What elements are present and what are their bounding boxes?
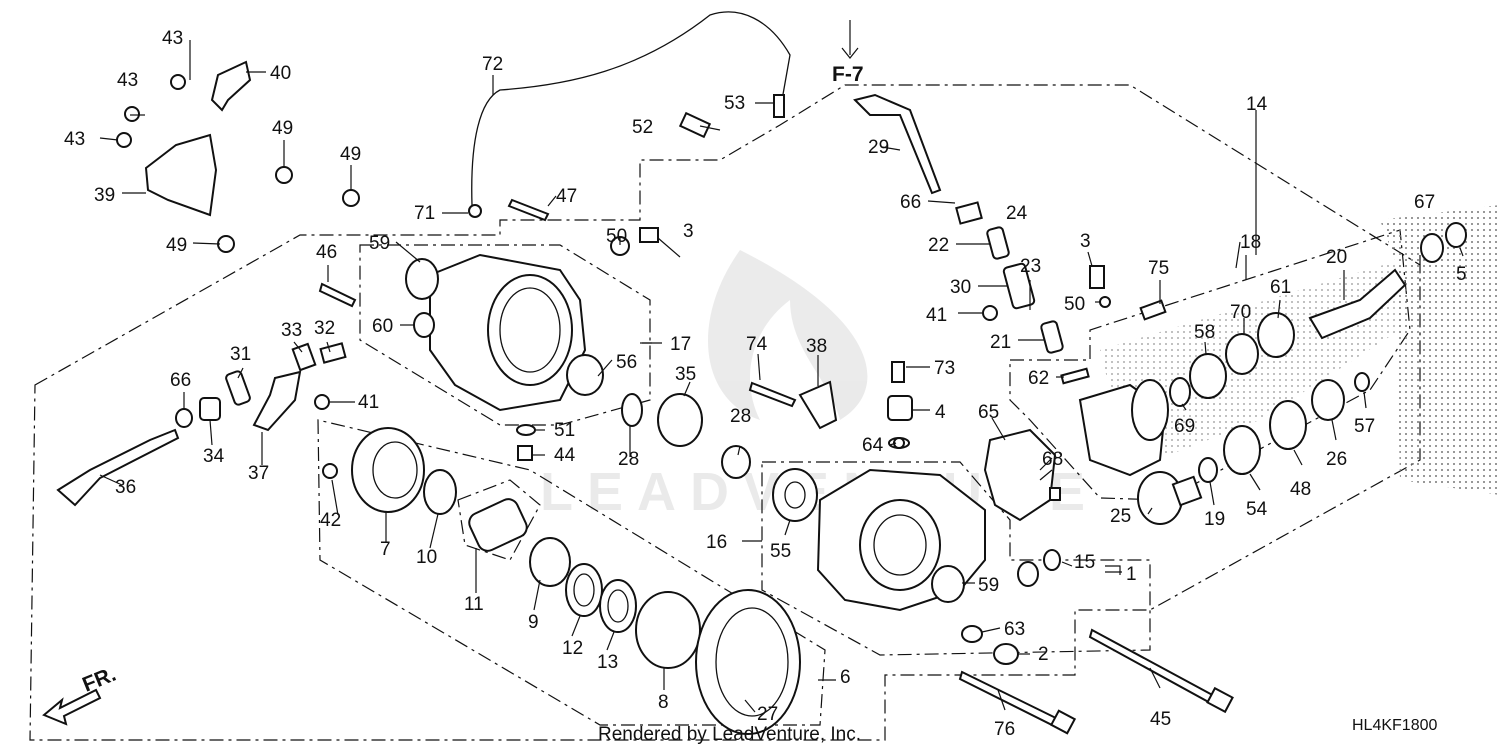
part-label-18: 18 bbox=[1240, 232, 1261, 253]
part-label-48: 48 bbox=[1290, 479, 1311, 500]
diagram-code: HL4KF1800 bbox=[1352, 717, 1437, 734]
part-label-59-b: 59 bbox=[978, 575, 999, 596]
part-label-56: 56 bbox=[616, 352, 637, 373]
part-label-65: 65 bbox=[978, 402, 999, 423]
part-label-26: 26 bbox=[1326, 449, 1347, 470]
part-label-7: 7 bbox=[380, 539, 391, 560]
part-label-45: 45 bbox=[1150, 709, 1171, 730]
part-label-63: 63 bbox=[1004, 619, 1025, 640]
part-labels: 1 2 3 3 4 5 6 7 8 9 10 11 12 13 14 15 16… bbox=[64, 28, 1467, 740]
part-label-29: 29 bbox=[868, 137, 889, 158]
part-label-32: 32 bbox=[314, 318, 335, 339]
part-label-67: 67 bbox=[1414, 192, 1435, 213]
part-label-9: 9 bbox=[528, 612, 539, 633]
part-label-30: 30 bbox=[950, 277, 971, 298]
part-label-50-b: 50 bbox=[1064, 294, 1085, 315]
part-label-57: 57 bbox=[1354, 416, 1375, 437]
part-label-69: 69 bbox=[1174, 416, 1195, 437]
part-label-34: 34 bbox=[203, 446, 225, 467]
leader-lines bbox=[99, 20, 1464, 713]
part-label-38: 38 bbox=[806, 336, 827, 357]
part-label-49: 49 bbox=[272, 118, 293, 139]
part-label-33: 33 bbox=[281, 320, 302, 341]
reference-label: F-7 bbox=[832, 63, 864, 86]
front-label: FR. bbox=[79, 663, 119, 697]
part-label-3: 3 bbox=[683, 221, 694, 242]
part-label-12: 12 bbox=[562, 638, 583, 659]
part-label-70: 70 bbox=[1230, 302, 1251, 323]
part-label-27: 27 bbox=[757, 704, 778, 725]
part-label-74: 74 bbox=[746, 334, 768, 355]
part-label-2: 2 bbox=[1038, 644, 1049, 665]
part-label-73: 73 bbox=[934, 358, 955, 379]
part-label-20: 20 bbox=[1326, 247, 1347, 268]
part-label-68: 68 bbox=[1042, 449, 1063, 470]
part-label-16: 16 bbox=[706, 532, 727, 553]
part-label-43: 43 bbox=[162, 28, 183, 49]
part-label-15: 15 bbox=[1074, 552, 1095, 573]
part-label-41-b: 41 bbox=[926, 305, 947, 326]
part-label-13: 13 bbox=[597, 652, 618, 673]
part-label-55: 55 bbox=[770, 541, 791, 562]
part-label-35: 35 bbox=[675, 364, 696, 385]
part-label-49-b: 49 bbox=[340, 144, 361, 165]
part-label-31: 31 bbox=[230, 344, 251, 365]
part-label-19: 19 bbox=[1204, 509, 1225, 530]
part-label-47: 47 bbox=[556, 186, 577, 207]
part-label-36: 36 bbox=[115, 477, 136, 498]
part-label-40: 40 bbox=[270, 63, 291, 84]
part-label-1: 1 bbox=[1126, 564, 1137, 585]
part-shapes bbox=[56, 11, 1467, 735]
part-label-50: 50 bbox=[606, 226, 627, 247]
part-label-71: 71 bbox=[414, 203, 435, 224]
part-label-53: 53 bbox=[724, 93, 745, 114]
part-label-64: 64 bbox=[862, 435, 884, 456]
part-label-49-c: 49 bbox=[166, 235, 187, 256]
part-label-66: 66 bbox=[170, 370, 191, 391]
part-label-60: 60 bbox=[372, 316, 393, 337]
part-label-46: 46 bbox=[316, 242, 337, 263]
part-label-14: 14 bbox=[1246, 94, 1268, 115]
part-label-43-b: 43 bbox=[117, 70, 138, 91]
part-label-6: 6 bbox=[840, 667, 851, 688]
assembly-boundaries bbox=[29, 84, 1421, 741]
part-label-24: 24 bbox=[1006, 203, 1028, 224]
part-label-42: 42 bbox=[320, 510, 341, 531]
part-label-23: 23 bbox=[1020, 256, 1041, 277]
part-label-22: 22 bbox=[928, 235, 949, 256]
part-label-51: 51 bbox=[554, 420, 575, 441]
part-label-5: 5 bbox=[1456, 264, 1467, 285]
part-label-54: 54 bbox=[1246, 499, 1268, 520]
front-arrow-icon bbox=[42, 688, 102, 726]
part-label-3-b: 3 bbox=[1080, 231, 1091, 252]
part-label-61: 61 bbox=[1270, 277, 1291, 298]
part-label-76: 76 bbox=[994, 719, 1015, 740]
part-label-52: 52 bbox=[632, 117, 653, 138]
part-label-43-c: 43 bbox=[64, 129, 85, 150]
part-label-44: 44 bbox=[554, 445, 576, 466]
part-label-62: 62 bbox=[1028, 368, 1049, 389]
part-label-59: 59 bbox=[369, 233, 390, 254]
part-label-4: 4 bbox=[935, 402, 946, 423]
part-label-39: 39 bbox=[94, 185, 115, 206]
part-label-28: 28 bbox=[618, 449, 639, 470]
part-label-8: 8 bbox=[658, 692, 669, 713]
part-label-66-b: 66 bbox=[900, 192, 921, 213]
part-label-37: 37 bbox=[248, 463, 269, 484]
part-label-25: 25 bbox=[1110, 506, 1131, 527]
part-label-10: 10 bbox=[416, 547, 437, 568]
part-label-72: 72 bbox=[482, 54, 503, 75]
part-label-11: 11 bbox=[464, 594, 484, 615]
part-label-41: 41 bbox=[358, 392, 379, 413]
render-credit: Rendered by LeadVenture, Inc. bbox=[598, 724, 861, 745]
part-label-28-b: 28 bbox=[730, 406, 751, 427]
part-label-58: 58 bbox=[1194, 322, 1215, 343]
part-label-17: 17 bbox=[670, 334, 691, 355]
part-label-75: 75 bbox=[1148, 258, 1169, 279]
part-label-21: 21 bbox=[990, 332, 1011, 353]
